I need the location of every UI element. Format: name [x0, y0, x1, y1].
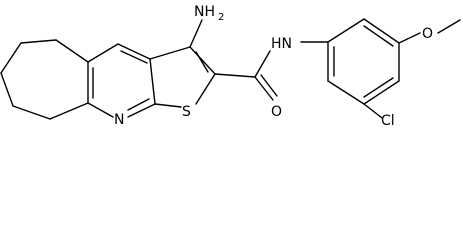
bond	[195, 51, 209, 73]
thiophene-ring	[149, 46, 216, 108]
bond	[327, 18, 365, 43]
bond	[254, 76, 274, 101]
bond	[117, 43, 151, 60]
bond	[260, 74, 278, 97]
pyridine-ring	[87, 43, 156, 118]
amide-oxygen-label: O	[271, 104, 282, 120]
amino-subscript: 2	[218, 12, 224, 23]
bond	[327, 80, 365, 105]
amide-group	[214, 41, 329, 101]
bond	[127, 103, 156, 118]
amino-label: NH	[194, 4, 215, 20]
bond	[20, 39, 57, 44]
bond	[363, 80, 400, 105]
cycloheptane-ring	[0, 39, 89, 120]
bond	[87, 43, 119, 63]
methoxy-oxygen-label: O	[422, 26, 433, 42]
bond	[0, 72, 14, 107]
amino-bond	[189, 19, 203, 48]
bond	[154, 103, 182, 108]
bond	[363, 25, 394, 47]
bond	[189, 46, 216, 75]
bond	[254, 50, 271, 78]
bond	[363, 77, 394, 98]
pyridine-nitrogen-label: N	[114, 112, 124, 127]
bond	[398, 32, 421, 44]
chloro-bond	[363, 103, 383, 119]
methoxy-group	[398, 19, 461, 44]
molecule-diagram: NH 2 HN O S N Cl O	[0, 4, 461, 127]
thiophene-sulfur-label: S	[182, 104, 191, 120]
bond	[87, 102, 114, 118]
bond	[149, 58, 156, 105]
amide-nh-label: HN	[271, 36, 292, 52]
bond	[49, 102, 89, 120]
bond	[127, 98, 150, 111]
bond	[149, 46, 191, 60]
bond	[214, 73, 256, 78]
bond	[437, 19, 461, 34]
benzene-ring	[327, 18, 400, 105]
bond	[0, 42, 22, 74]
bond	[120, 50, 148, 64]
bond	[12, 105, 51, 120]
structure-canvas: NH 2 HN O S N Cl O	[0, 4, 461, 127]
bond	[363, 18, 400, 44]
chloro-label: Cl	[381, 113, 395, 127]
bond	[195, 73, 216, 105]
bond	[55, 39, 89, 63]
